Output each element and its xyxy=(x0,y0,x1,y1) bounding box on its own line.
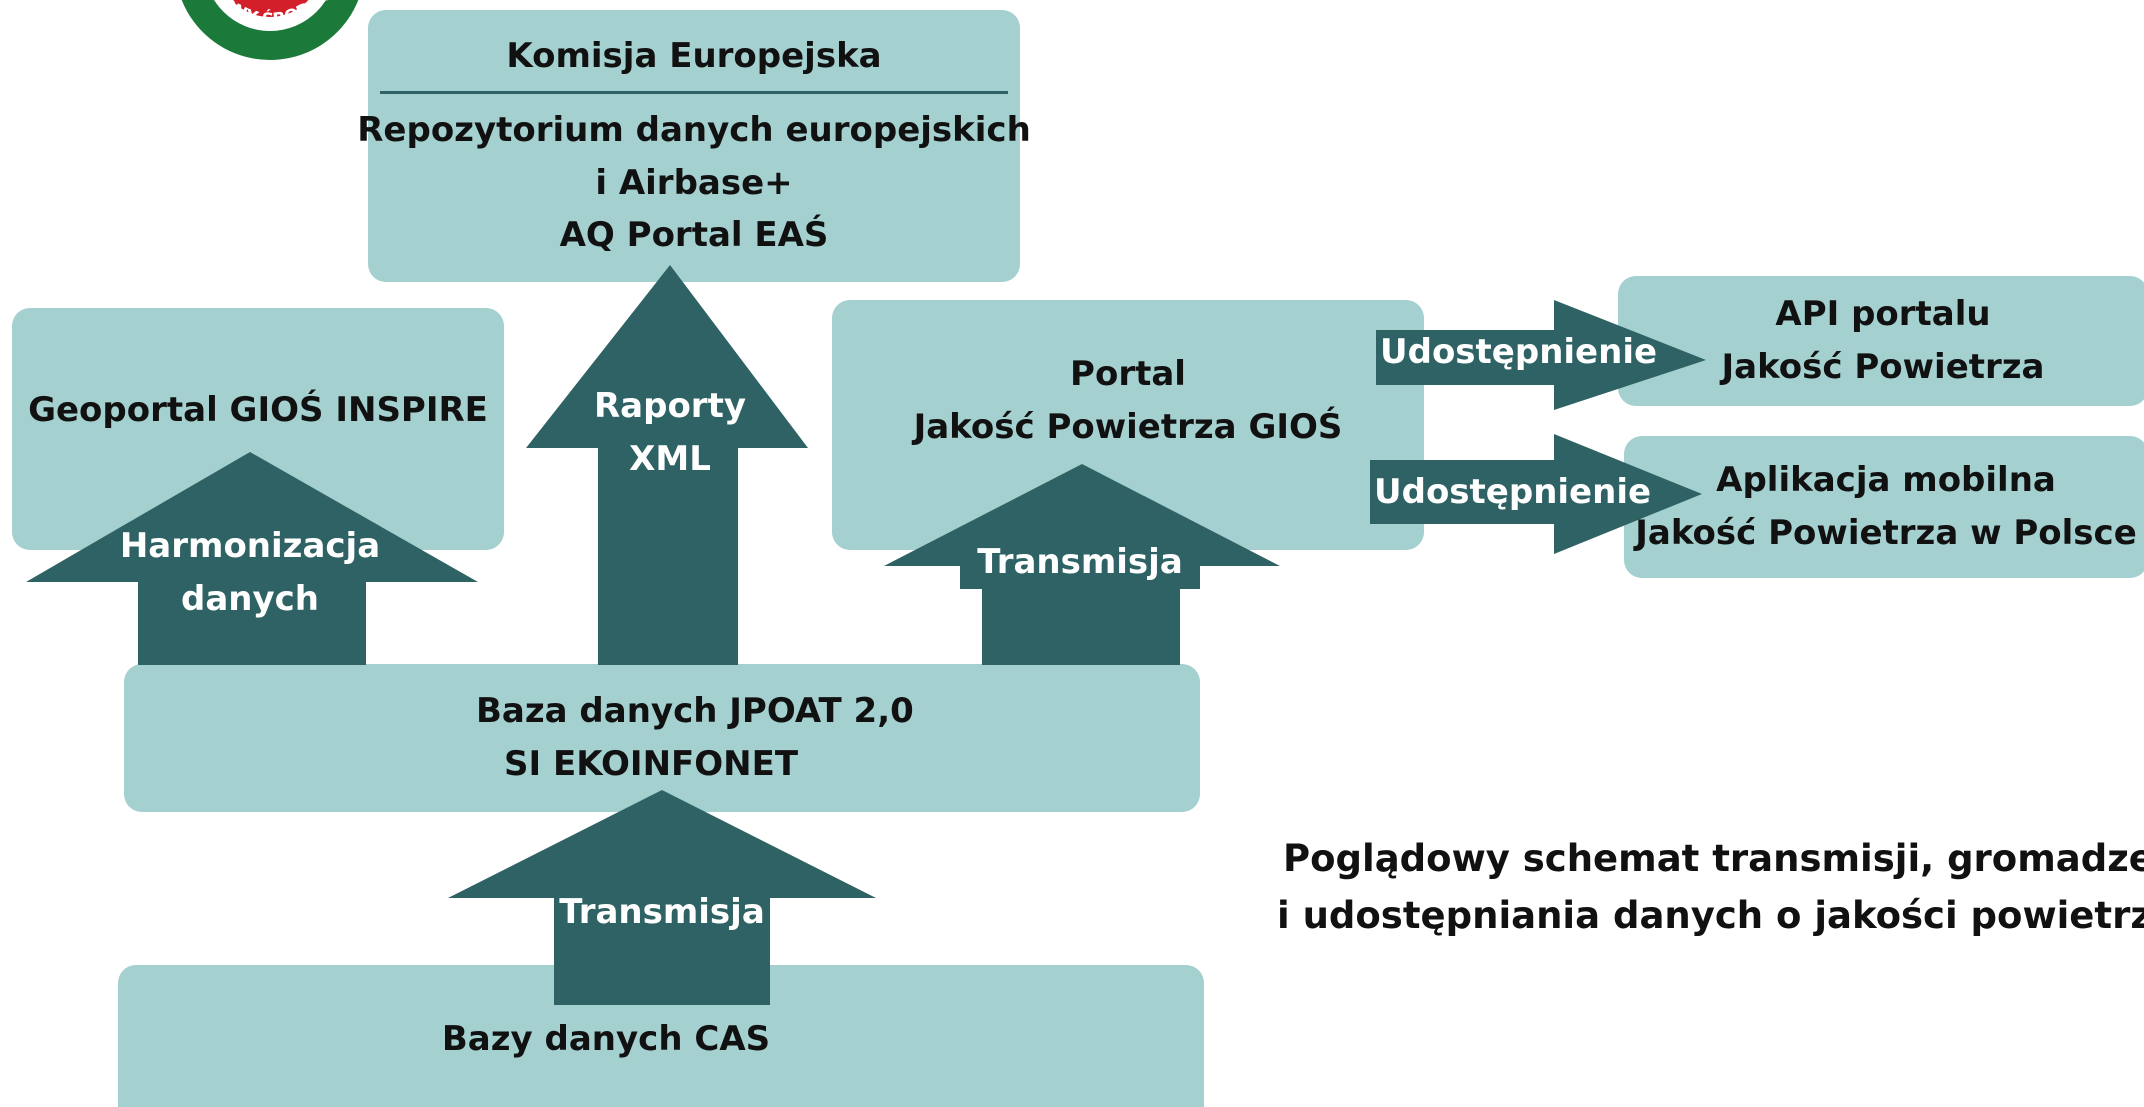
share-api-arrow xyxy=(1376,300,1706,410)
aq-portal-line: AQ Portal EAŚ xyxy=(559,215,829,256)
diagram-caption: Poglądowy schemat transmisji, gromadzeni… xyxy=(1277,830,2144,945)
transmission-cas-label: Transmisja xyxy=(542,886,782,939)
jpoat-database-box: Baza danych JPOAT 2,0 SI EKOINFONET xyxy=(124,664,1200,812)
api-name: Jakość Powietrza xyxy=(1721,347,2045,387)
portal-label: Portal xyxy=(1070,354,1186,394)
cas-label: Bazy danych CAS xyxy=(441,1019,771,1059)
european-commission-title: Komisja Europejska xyxy=(506,36,882,77)
transmission-cas-arrow xyxy=(448,790,876,1005)
mobile-app-name: Jakość Powietrza w Polsce xyxy=(1635,513,2137,553)
xml-reports-label: Raporty XML xyxy=(570,380,770,485)
harmonization-line: Harmonizacja xyxy=(119,526,381,566)
mobile-app-box: Aplikacja mobilna Jakość Powietrza w Pol… xyxy=(1624,436,2144,578)
harmonization-arrow xyxy=(26,452,478,665)
api-label: API portalu xyxy=(1775,294,1991,335)
transmission-portal-label: Transmisja xyxy=(960,536,1200,589)
geoportal-label: Geoportal GIOŚ INSPIRE xyxy=(28,390,488,430)
xml-reports-arrow xyxy=(526,265,808,665)
mobile-app-label: Aplikacja mobilna xyxy=(1716,460,2056,501)
harmonization-label: Harmonizacja danych xyxy=(110,520,390,625)
european-repository-line: Repozytorium danych europejskich xyxy=(357,109,1031,150)
data-line: danych xyxy=(180,578,319,619)
jpoat-label: Baza danych JPOAT 2,0 xyxy=(476,691,914,732)
transmission-portal-text: Transmisja xyxy=(977,542,1183,582)
portal-name: Jakość Powietrza GIOŚ xyxy=(913,406,1343,447)
share-api-text: Udostępnienie xyxy=(1380,332,1658,372)
box-divider xyxy=(380,90,1008,94)
share-app-text: Udostępnienie xyxy=(1374,472,1652,512)
european-commission-box: Komisja Europejska Repozytorium danych e… xyxy=(357,10,1031,282)
xml-line: XML xyxy=(629,438,711,479)
transmission-cas-text: Transmisja xyxy=(559,892,765,932)
logo-icon: RONY ŚRODOW xyxy=(181,0,359,60)
ekoinfonet-label: SI EKOINFONET xyxy=(504,744,799,784)
share-app-label: Udostępnienie xyxy=(1374,466,1652,519)
reports-line: Raporty xyxy=(593,386,746,426)
api-box: API portalu Jakość Powietrza xyxy=(1618,276,2144,406)
caption-line-2: i udostępniania danych o jakości powietr… xyxy=(1277,894,2144,938)
airbase-line: i Airbase+ xyxy=(595,162,793,203)
share-api-label: Udostępnienie xyxy=(1380,326,1658,379)
caption-line-1: Poglądowy schemat transmisji, gromadzeni xyxy=(1283,837,2144,880)
share-app-arrow xyxy=(1370,434,1702,554)
